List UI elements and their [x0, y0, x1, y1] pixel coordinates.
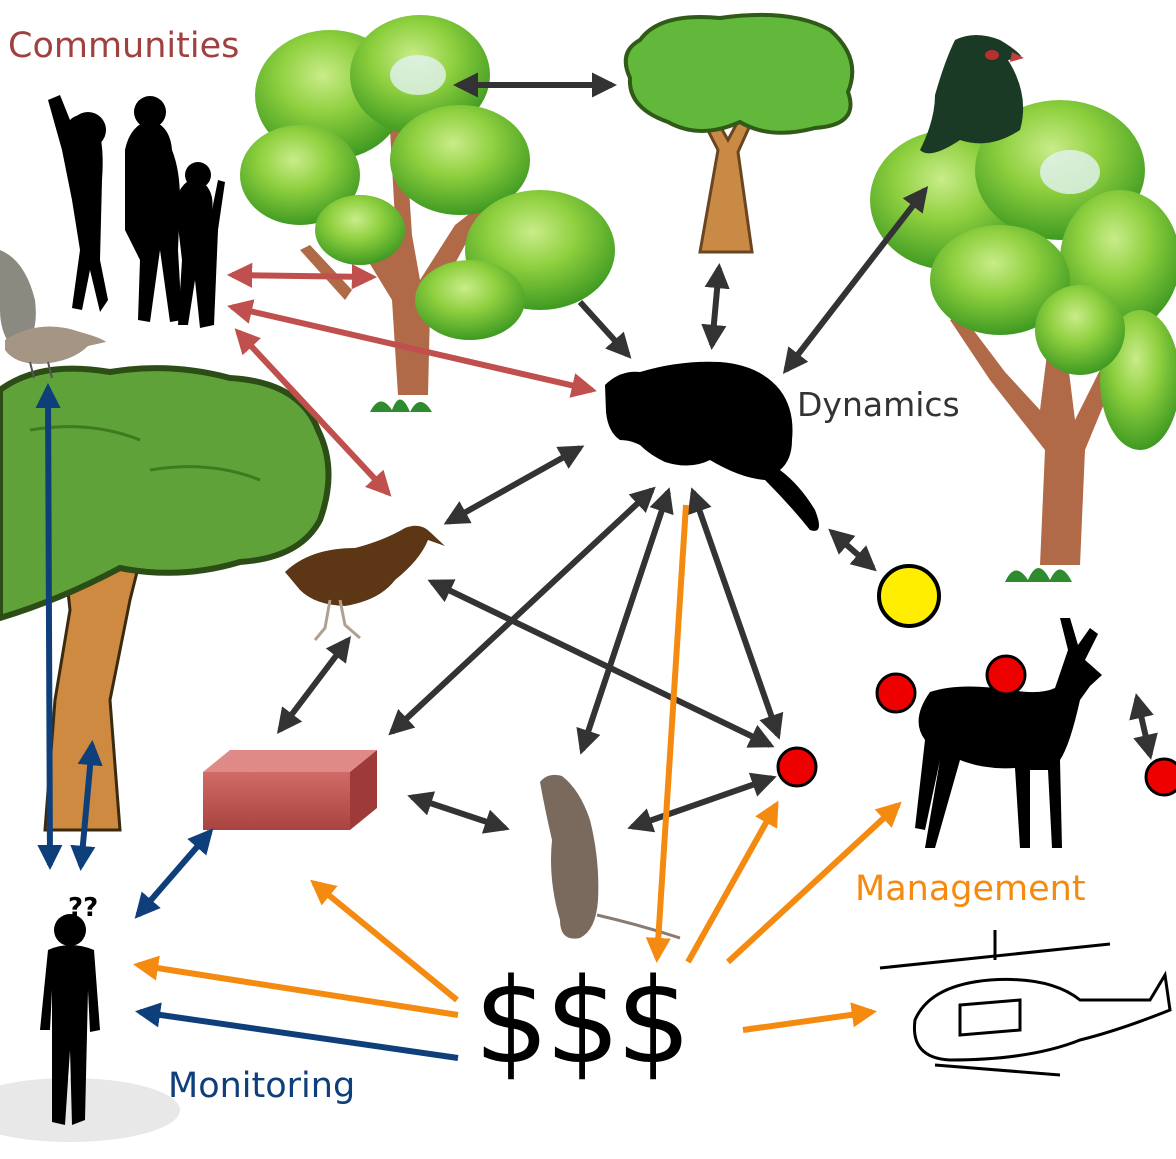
rat: [540, 774, 681, 940]
dynamics-label: Dynamics: [797, 385, 960, 424]
arrow-mgmt: [645, 504, 689, 964]
arrow-dyn: [576, 487, 674, 755]
lure: [877, 564, 941, 628]
red-dot-deer-right: [985, 654, 1027, 696]
arrow-dyn: [1129, 693, 1158, 760]
helicopter: [879, 930, 1172, 1077]
tree-top-center: [623, 12, 855, 254]
bait-station: [203, 750, 377, 830]
arrow-comm: [234, 328, 392, 497]
monitoring-label: Monitoring: [168, 1066, 356, 1106]
arrow-dyn: [276, 635, 352, 735]
red-dot: [776, 746, 818, 788]
arrow-comm: [227, 299, 597, 398]
arrow-mgmt: [742, 1002, 877, 1033]
management-label: Management: [855, 869, 1086, 909]
weka: [285, 525, 445, 641]
possum: [605, 361, 819, 531]
fantail: [0, 250, 106, 379]
communities-label: Communities: [8, 26, 240, 66]
red-dot-right-edge: [1144, 757, 1176, 797]
arrow-mgmt: [685, 800, 779, 964]
arrow-dyn: [701, 262, 730, 351]
pigeon: [920, 35, 1024, 154]
arrow-dyn: [687, 487, 784, 740]
arrow-dyn: [627, 772, 777, 833]
arrow-comm: [226, 262, 378, 290]
red-dot-deer-left: [875, 672, 917, 714]
arrow-dyn: [388, 486, 656, 736]
monitor-person: ??: [0, 893, 180, 1142]
arrow-mgmt: [133, 955, 459, 1018]
deer: [915, 618, 1102, 848]
arrow-dyn: [782, 186, 929, 374]
arrow-mon: [35, 382, 63, 871]
arrow-dyn: [577, 299, 632, 359]
arrow-dyn: [828, 528, 877, 572]
arrow-dyn: [427, 579, 775, 748]
arrow-mgmt: [310, 879, 459, 1003]
funding-label: $$$: [474, 952, 691, 1090]
arrow-dyn: [443, 445, 585, 525]
arrow-mgmt: [725, 801, 902, 965]
arrow-dyn: [407, 791, 510, 834]
arrow-mon: [70, 739, 103, 872]
question-marks-icon: ??: [68, 893, 98, 923]
arrow-mon: [134, 828, 214, 919]
arrow-mon: [135, 1002, 459, 1061]
tree-right: [870, 100, 1176, 582]
communities-people: [48, 95, 225, 328]
